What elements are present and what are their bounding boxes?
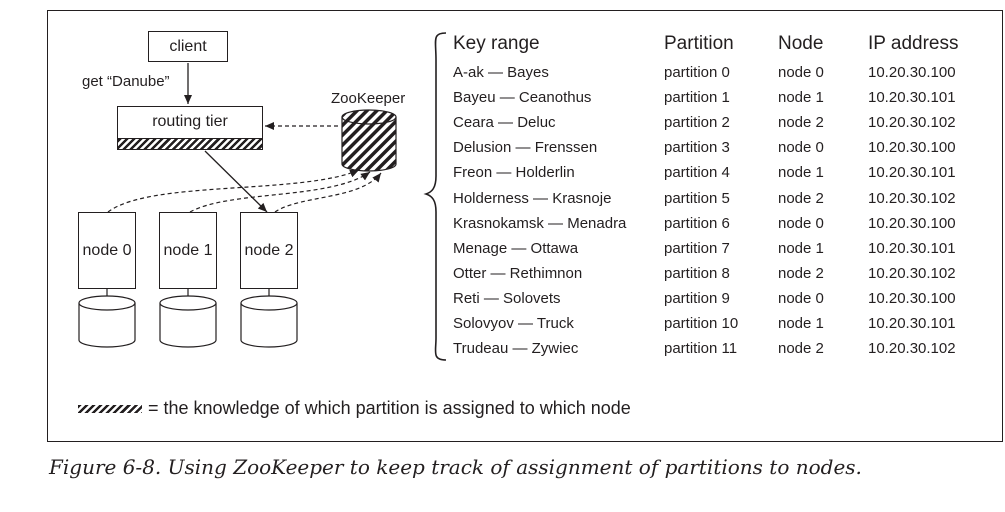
ip-cell: 10.20.30.100 [868,214,956,232]
legend-hatch-swatch [78,404,142,413]
key-range-cell: Delusion — Frenssen [453,139,598,157]
routing-tier-hatch [118,138,262,149]
key-range-cell: A-ak — Bayes [453,64,549,81]
zookeeper-label: ZooKeeper [331,90,406,107]
partition-cell: partition 2 [664,114,730,132]
request-label: get “Danube” [82,73,170,90]
node-cell: node 0 [778,139,824,157]
partition-cell: partition 5 [664,189,730,207]
ip-cell: 10.20.30.102 [868,340,956,358]
node-cell: node 2 [778,340,824,358]
key-range-cell: Bayeu — Ceanothus [453,89,592,107]
ip-cell: 10.20.30.100 [868,289,956,307]
partition-cell: partition 10 [664,315,739,332]
legend: = the knowledge of which partition is as… [78,398,631,419]
node-0-label: node 0 [82,241,132,259]
key-range-cell: Solovyov — Truck [453,315,574,332]
partition-cell: partition 8 [664,264,730,282]
node-cell: node 1 [778,164,824,182]
partition-cell: partition 9 [664,289,730,307]
partition-cell: partition 0 [664,64,730,81]
key-range-cell: Otter — Rethimnon [453,264,583,282]
figure-caption: Figure 6-8. Using ZooKeeper to keep trac… [49,455,862,479]
client-box: client [148,31,228,62]
figure-frame [47,10,1003,442]
ip-cell: 10.20.30.101 [868,89,956,107]
node-1-label: node 1 [163,241,213,259]
client-label: client [169,37,207,55]
legend-text: = the knowledge of which partition is as… [148,398,631,418]
routing-tier-box: routing tier [117,106,263,150]
ip-cell: 10.20.30.100 [868,139,956,157]
node-cell: node 1 [778,89,824,107]
header-key-range: Key range [453,33,540,54]
partition-cell: partition 11 [664,340,738,358]
header-node: Node [778,33,824,54]
ip-cell: 10.20.30.100 [868,64,956,81]
node-cell: node 2 [778,189,824,207]
ip-cell: 10.20.30.101 [868,164,956,182]
node-cell: node 0 [778,64,824,81]
ip-cell: 10.20.30.101 [868,239,956,257]
partition-cell: partition 1 [664,89,730,107]
key-range-cell: Freon — Holderlin [453,164,575,182]
key-range-cell: Reti — Solovets [453,289,561,307]
key-range-cell: Menage — Ottawa [453,239,579,257]
node-cell: node 1 [778,239,824,257]
ip-cell: 10.20.30.102 [868,189,956,207]
routing-tier-label: routing tier [152,113,228,130]
header-partition: Partition [664,33,734,54]
ip-cell: 10.20.30.101 [868,315,956,332]
node-cell: node 0 [778,289,824,307]
key-range-cell: Trudeau — Zywiec [453,340,579,358]
partition-cell: partition 7 [664,239,730,257]
node-cell: node 2 [778,114,824,132]
key-range-cell: Ceara — Deluc [453,114,556,132]
node-cell: node 1 [778,315,824,332]
partition-cell: partition 4 [664,164,730,182]
node-2-box: node 2 [240,212,298,289]
node-2-label: node 2 [244,241,294,259]
node-0-box: node 0 [78,212,136,289]
ip-cell: 10.20.30.102 [868,114,956,132]
key-range-cell: Krasnokamsk — Menadra [453,214,627,232]
ip-cell: 10.20.30.102 [868,264,956,282]
node-1-box: node 1 [159,212,217,289]
partition-cell: partition 6 [664,214,730,232]
header-ip-address: IP address [868,33,959,54]
node-cell: node 0 [778,214,824,232]
partition-cell: partition 3 [664,139,730,157]
key-range-cell: Holderness — Krasnoje [453,189,612,207]
node-cell: node 2 [778,264,824,282]
